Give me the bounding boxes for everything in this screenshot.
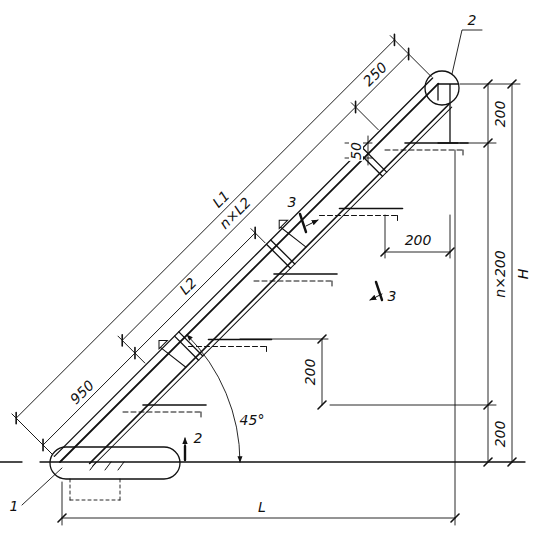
tread-line: [209, 339, 272, 341]
tread-line: [405, 142, 468, 144]
angle-arc: [187, 335, 240, 462]
dimension-label: 200: [493, 100, 507, 129]
tread-hidden-line: [385, 150, 463, 151]
leader-line: [22, 468, 62, 505]
stringer-line: [54, 78, 432, 456]
dimension-tick: [11, 34, 427, 450]
stringer-line: [90, 104, 449, 463]
tread-edge: [266, 347, 267, 352]
dimension-line: [385, 252, 450, 253]
dimension-line: [16, 40, 394, 418]
stringer-group: [9, 33, 459, 483]
section-label: 3: [387, 289, 398, 303]
angle-label: 45°: [239, 413, 266, 427]
section-arrow: [370, 294, 382, 300]
callout-number: 1: [9, 499, 20, 513]
section-arrow: [306, 220, 318, 226]
tread-edge: [332, 281, 333, 286]
tread-hidden-line: [320, 215, 398, 216]
dimension-label: 50: [349, 141, 363, 161]
tread-edge: [201, 412, 202, 417]
dimension-label: 950: [67, 377, 97, 407]
tread-line: [340, 208, 403, 210]
dimension-line: [512, 84, 513, 462]
detail-circle: [425, 71, 459, 105]
cross-member: [175, 148, 387, 360]
dimension-label: L: [257, 500, 267, 514]
tread-line: [143, 404, 206, 406]
section-mark: [376, 282, 382, 300]
extension-line: [62, 150, 455, 525]
ground-line: [40, 461, 525, 462]
callout-number: 2: [467, 13, 478, 27]
dimension-label: 200: [303, 358, 317, 387]
tread-hidden-line: [123, 412, 201, 413]
dimension-label: n×200: [493, 249, 507, 298]
dimension-tick: [58, 514, 459, 522]
dimension-tick: [318, 335, 326, 409]
extension-line: [385, 215, 450, 258]
section-label: 2: [193, 431, 204, 445]
extension-line: [12, 36, 431, 455]
dimension-label: 200: [404, 233, 433, 247]
dimension-line: [62, 518, 455, 519]
tread-line: [274, 273, 337, 275]
section-label: 3: [287, 195, 298, 209]
break-mark: [155, 216, 311, 372]
tread-group: [123, 143, 468, 417]
dimension-line: [322, 339, 323, 405]
tread-edge: [397, 216, 398, 221]
tread-hidden-line: [189, 346, 267, 347]
dimension-label: H: [516, 268, 530, 281]
dimension-tick: [484, 80, 516, 466]
dimension-line: [122, 54, 408, 340]
dimension-label: 250: [360, 59, 390, 89]
base-plate: [50, 447, 180, 479]
dimension-line: [368, 136, 369, 165]
dimension-tick: [381, 248, 454, 256]
dimension-label: L2: [176, 274, 199, 297]
leader-line: [452, 30, 482, 74]
section-arrow: [185, 438, 186, 452]
stringer-line: [93, 107, 452, 466]
tread-hidden-line: [254, 281, 332, 282]
top-bracket: [438, 84, 458, 143]
tread-edge: [463, 150, 464, 155]
extension-line: [330, 84, 520, 405]
ground-line: [0, 461, 22, 462]
weld-mark: [90, 462, 124, 470]
anchor-outline: [70, 479, 120, 500]
section-mark: [300, 214, 306, 232]
dimension-label: 200: [493, 420, 507, 449]
